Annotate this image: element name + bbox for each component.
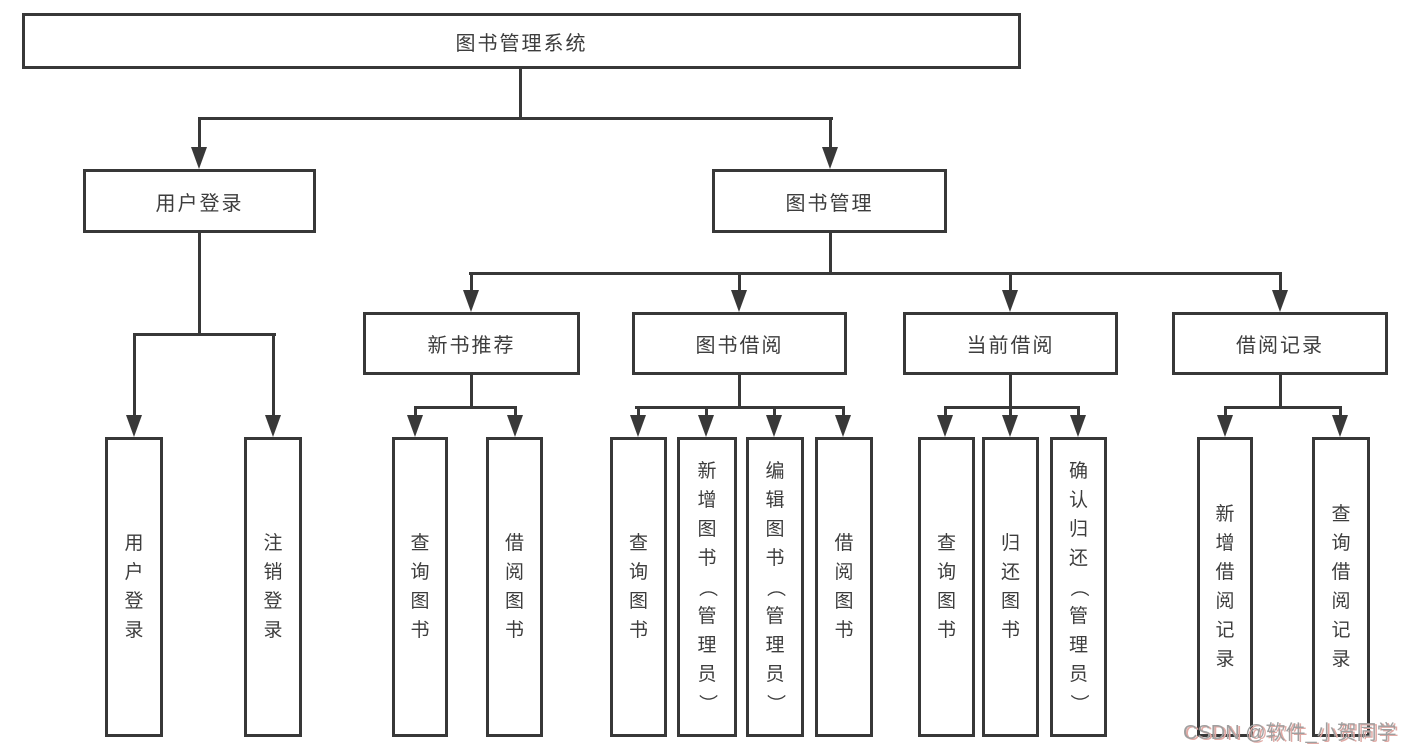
node-borrow-record: 借阅记录 <box>1172 312 1388 375</box>
connector-new-book-down <box>470 375 473 409</box>
connector-drop-new-book <box>470 272 473 292</box>
node-user-login: 用户登录 <box>83 169 316 233</box>
leaf-record-add: 新增借阅记录 <box>1197 437 1253 737</box>
arrowhead-borrow-record <box>1272 290 1288 312</box>
arrowhead-leaf-c1 <box>630 415 646 437</box>
arrowhead-current-borrow <box>1002 290 1018 312</box>
connector-drop-leaf-c4 <box>842 406 845 417</box>
connector-drop-book-mgmt <box>829 117 832 150</box>
connector-borrow-record-branch <box>1224 406 1342 409</box>
arrowhead-book-borrow <box>731 290 747 312</box>
leaf-borrow-book: 借阅图书 <box>815 437 873 737</box>
leaf-borrow-query: 查询图书 <box>610 437 667 737</box>
arrowhead-leaf-d3 <box>1070 415 1086 437</box>
arrowhead-leaf-d1 <box>937 415 953 437</box>
connector-current-borrow-branch <box>944 406 1080 409</box>
connector-drop-leaf-d2 <box>1009 406 1012 417</box>
connector-root-drop <box>519 69 522 119</box>
arrowhead-leaf-e1 <box>1217 415 1233 437</box>
csdn-watermark: CSDN @软件_小贺同学 <box>1183 722 1397 744</box>
connector-drop-leaf-a1 <box>133 333 136 417</box>
connector-current-borrow-down <box>1009 375 1012 409</box>
node-book-mgmt: 图书管理 <box>712 169 947 233</box>
leaf-current-return: 归还图书 <box>982 437 1039 737</box>
connector-new-book-branch <box>414 406 517 409</box>
node-root: 图书管理系统 <box>22 13 1021 69</box>
connector-user-login-branch <box>133 333 276 336</box>
connector-user-login-down <box>198 233 201 336</box>
connector-drop-user-login <box>198 117 201 150</box>
connector-drop-leaf-b2 <box>514 406 517 417</box>
connector-borrow-record-down <box>1279 375 1282 409</box>
connector-l3-branch <box>469 272 1282 275</box>
connector-drop-leaf-e2 <box>1339 406 1342 417</box>
arrowhead-leaf-b1 <box>407 415 423 437</box>
connector-drop-leaf-c1 <box>637 406 640 417</box>
arrowhead-leaf-c3 <box>766 415 782 437</box>
connector-l2-branch <box>198 117 833 120</box>
arrowhead-leaf-c2 <box>698 415 714 437</box>
connector-book-borrow-branch <box>635 406 845 409</box>
arrowhead-leaf-a2 <box>265 415 281 437</box>
connector-drop-leaf-a2 <box>272 333 275 417</box>
connector-drop-leaf-c3 <box>773 406 776 417</box>
connector-drop-borrow-record <box>1279 272 1282 292</box>
connector-drop-leaf-c2 <box>705 406 708 417</box>
connector-drop-leaf-b1 <box>414 406 417 417</box>
connector-drop-leaf-d1 <box>944 406 947 417</box>
connector-book-borrow-down <box>738 375 741 409</box>
connector-drop-book-borrow <box>738 272 741 292</box>
leaf-newbook-query: 查询图书 <box>392 437 448 737</box>
connector-drop-leaf-e1 <box>1224 406 1227 417</box>
node-book-borrow: 图书借阅 <box>632 312 847 375</box>
node-current-borrow: 当前借阅 <box>903 312 1118 375</box>
arrowhead-book-mgmt <box>822 147 838 169</box>
arrowhead-leaf-c4 <box>835 415 851 437</box>
leaf-logout: 注销登录 <box>244 437 302 737</box>
arrowhead-leaf-b2 <box>507 415 523 437</box>
leaf-user-login: 用户登录 <box>105 437 163 737</box>
arrowhead-new-book <box>463 290 479 312</box>
leaf-current-query: 查询图书 <box>918 437 975 737</box>
connector-book-mgmt-down <box>829 233 832 275</box>
arrowhead-user-login <box>191 147 207 169</box>
connector-drop-current-borrow <box>1009 272 1012 292</box>
arrowhead-leaf-d2 <box>1002 415 1018 437</box>
leaf-borrow-add-admin: 新增图书（管理员） <box>677 437 737 737</box>
leaf-borrow-edit-admin: 编辑图书（管理员） <box>746 437 804 737</box>
leaf-record-query: 查询借阅记录 <box>1312 437 1370 737</box>
arrowhead-leaf-a1 <box>126 415 142 437</box>
node-new-book: 新书推荐 <box>363 312 580 375</box>
connector-drop-leaf-d3 <box>1077 406 1080 417</box>
arrowhead-leaf-e2 <box>1332 415 1348 437</box>
leaf-current-confirm-admin: 确认归还（管理员） <box>1050 437 1107 737</box>
leaf-newbook-borrow: 借阅图书 <box>486 437 543 737</box>
